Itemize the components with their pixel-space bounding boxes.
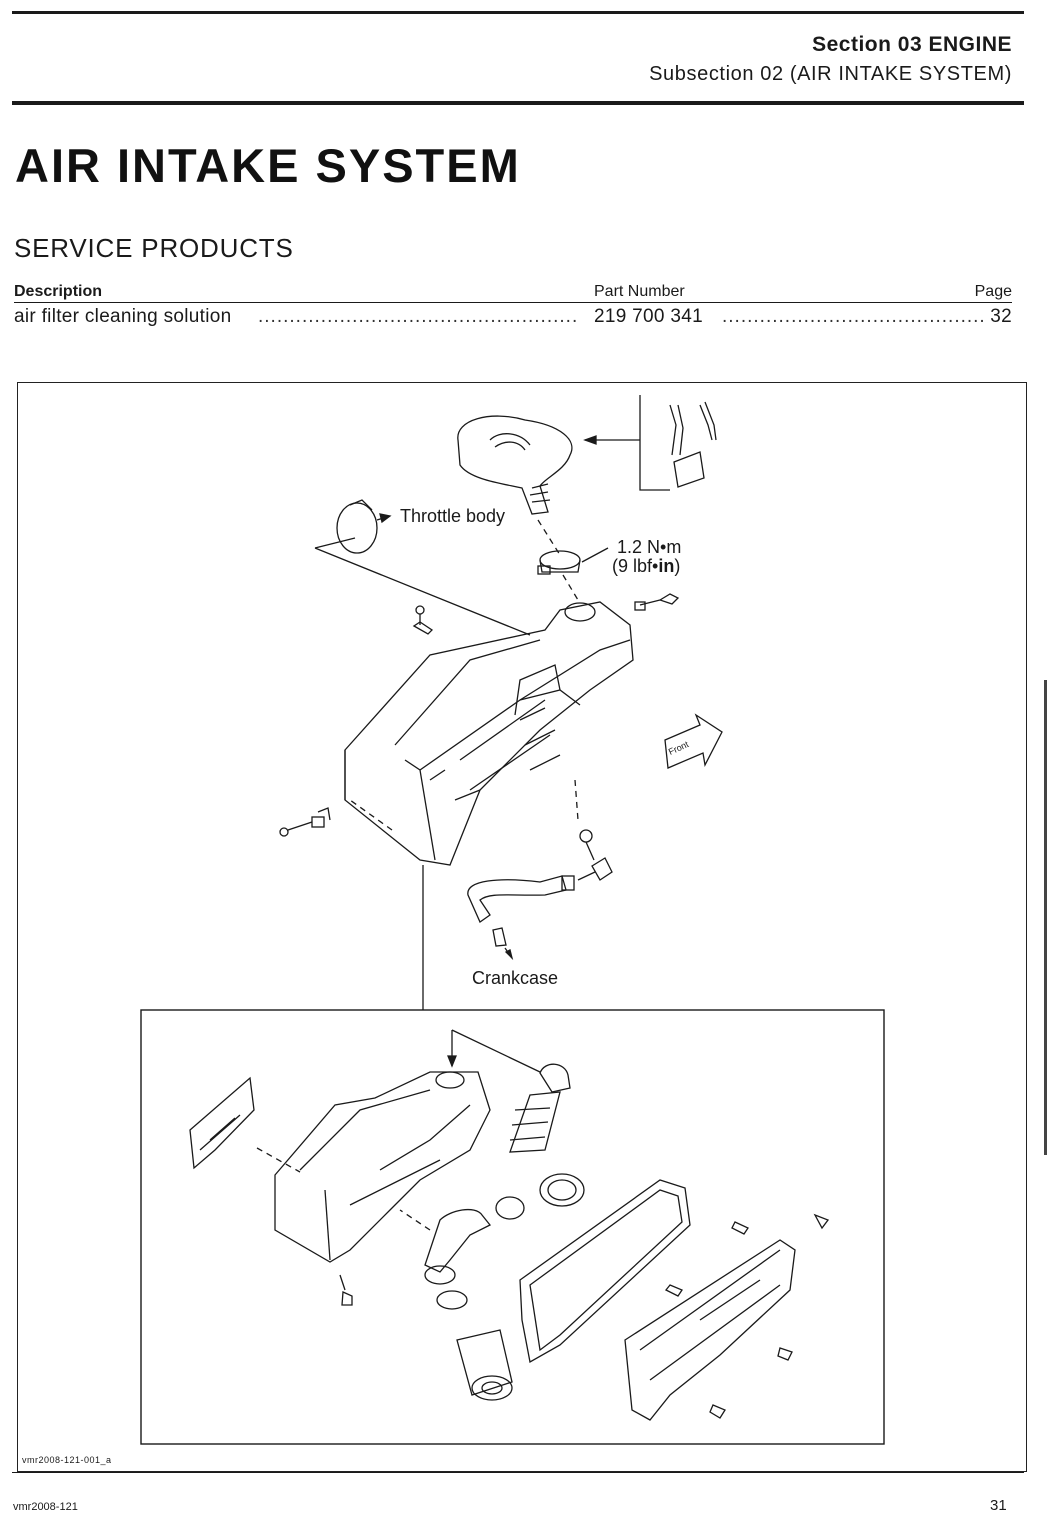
assembly-axis — [537, 519, 579, 601]
figure-frame — [17, 382, 1027, 1472]
leader-line — [314, 547, 531, 636]
column-header-page: Page — [974, 283, 1012, 300]
clips-group — [583, 395, 717, 491]
inset-diagram — [189, 1029, 830, 1421]
leader-dots: ........................................… — [258, 306, 578, 327]
torque-imperial-prefix: (9 lbf• — [612, 556, 659, 576]
footer-rule — [12, 1472, 1024, 1473]
section-heading: Section 03 ENGINE — [812, 33, 1012, 56]
margin-mark — [1044, 680, 1047, 1155]
torque-value-metric: 1.2 N•m — [617, 537, 682, 557]
crankcase-label: Crankcase — [472, 968, 559, 988]
throttle-body-clamp — [336, 499, 392, 554]
torque-imperial-suffix: ) — [674, 556, 681, 576]
header-top-rule — [12, 11, 1024, 14]
footer-doc-code: vmr2008-121 — [13, 1501, 78, 1513]
front-arrow-icon — [664, 713, 723, 769]
assembly-axis — [574, 779, 579, 821]
figure-id: vmr2008-121-001_a — [22, 1455, 112, 1465]
header-bottom-rule — [12, 101, 1024, 105]
product-part-number: 219 700 341 — [594, 306, 703, 327]
intake-boot-drawing — [457, 415, 573, 515]
column-header-part-number: Part Number — [594, 283, 685, 300]
assembly-axis — [349, 799, 393, 831]
inset-frame — [140, 1009, 885, 1445]
page-number: 31 — [990, 1497, 1007, 1514]
leader-line — [314, 537, 356, 549]
subsection-heading: Subsection 02 (AIR INTAKE SYSTEM) — [649, 63, 1012, 85]
leader-dots: ........................................… — [722, 306, 984, 327]
page-title: AIR INTAKE SYSTEM — [15, 139, 521, 192]
outlet-clamp — [537, 547, 609, 575]
fasteners-top — [279, 593, 680, 881]
column-header-description: Description — [14, 283, 103, 300]
torque-value-imperial: (9 lbf•in) — [612, 556, 680, 577]
throttle-body-label: Throttle body — [400, 506, 506, 526]
service-products-heading: SERVICE PRODUCTS — [14, 233, 294, 263]
breather-hose — [467, 871, 596, 961]
product-description: air filter cleaning solution — [14, 306, 232, 327]
torque-imperial-unit: in — [658, 556, 675, 576]
airbox-upper — [344, 601, 634, 866]
table-header-rule — [14, 302, 1012, 303]
product-page: 32 — [990, 306, 1012, 327]
